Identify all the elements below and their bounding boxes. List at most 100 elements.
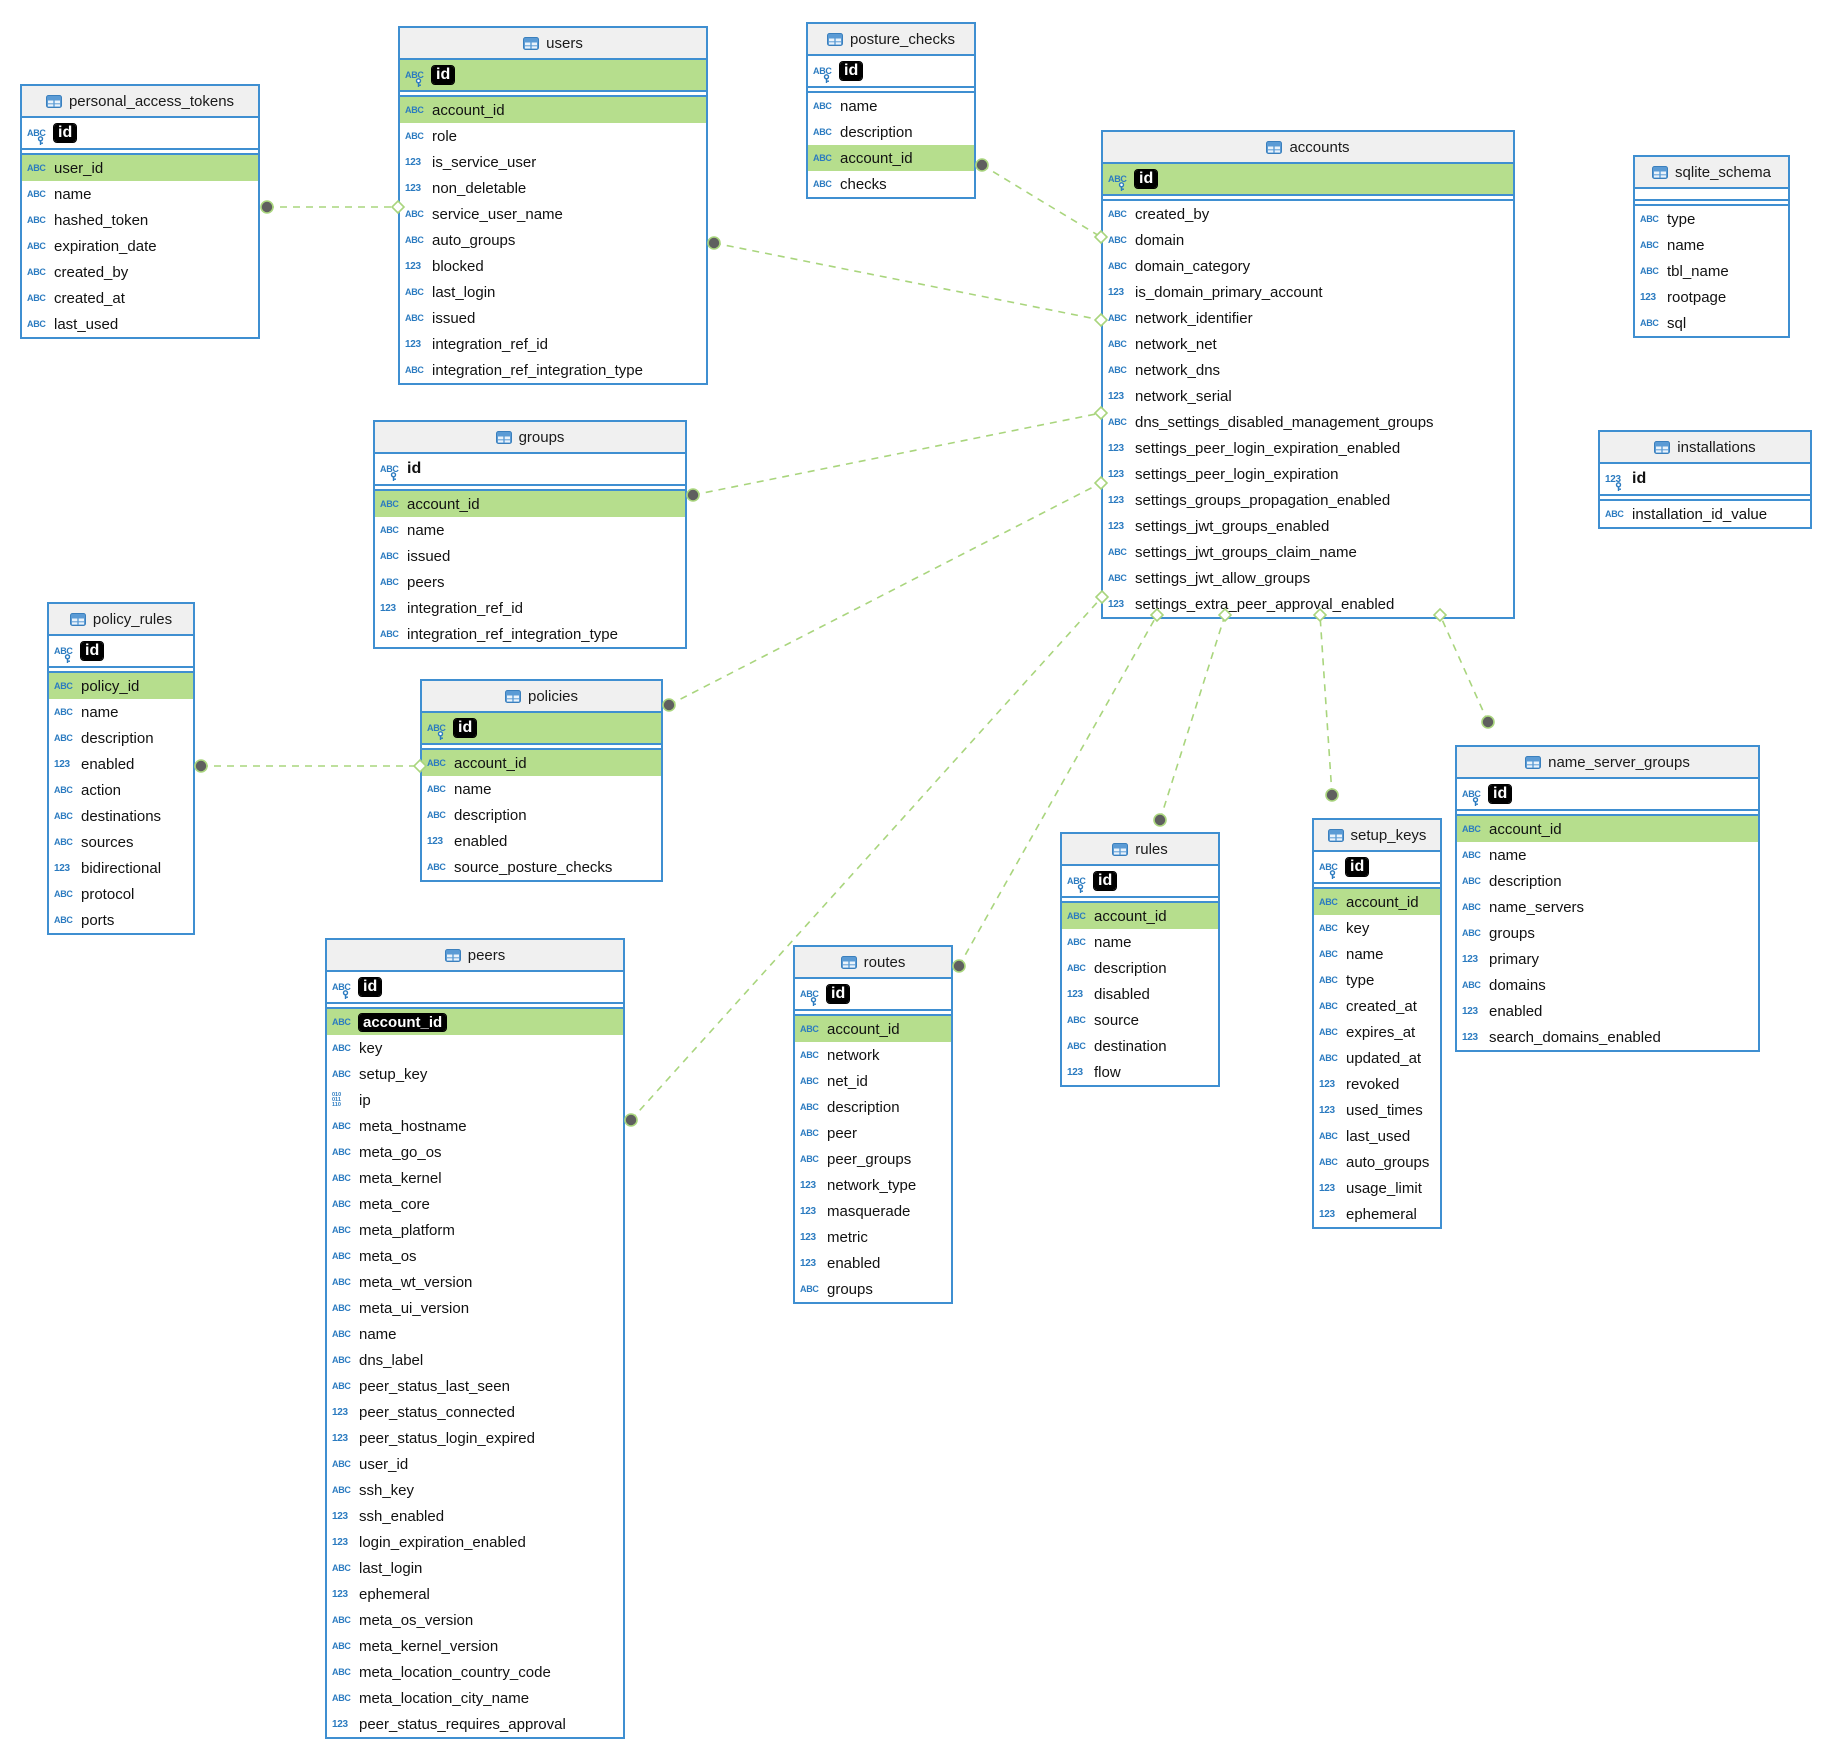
table-header[interactable]: posture_checks	[808, 24, 974, 56]
table-header[interactable]: setup_keys	[1314, 820, 1440, 852]
relationship-line[interactable]	[668, 482, 1102, 706]
table-header[interactable]: policy_rules	[49, 604, 193, 636]
table-header[interactable]: routes	[795, 947, 951, 979]
table-header[interactable]: users	[400, 28, 706, 60]
relationship-line[interactable]	[713, 242, 1102, 321]
relationship-line[interactable]	[1319, 614, 1333, 796]
table-header[interactable]: peers	[327, 940, 623, 972]
relationship-line[interactable]	[1159, 614, 1226, 821]
relationship-line[interactable]	[692, 412, 1102, 496]
relationship-line[interactable]	[981, 164, 1102, 238]
table-header[interactable]: installations	[1600, 432, 1810, 464]
table-header[interactable]: sqlite_schema	[1635, 157, 1788, 189]
